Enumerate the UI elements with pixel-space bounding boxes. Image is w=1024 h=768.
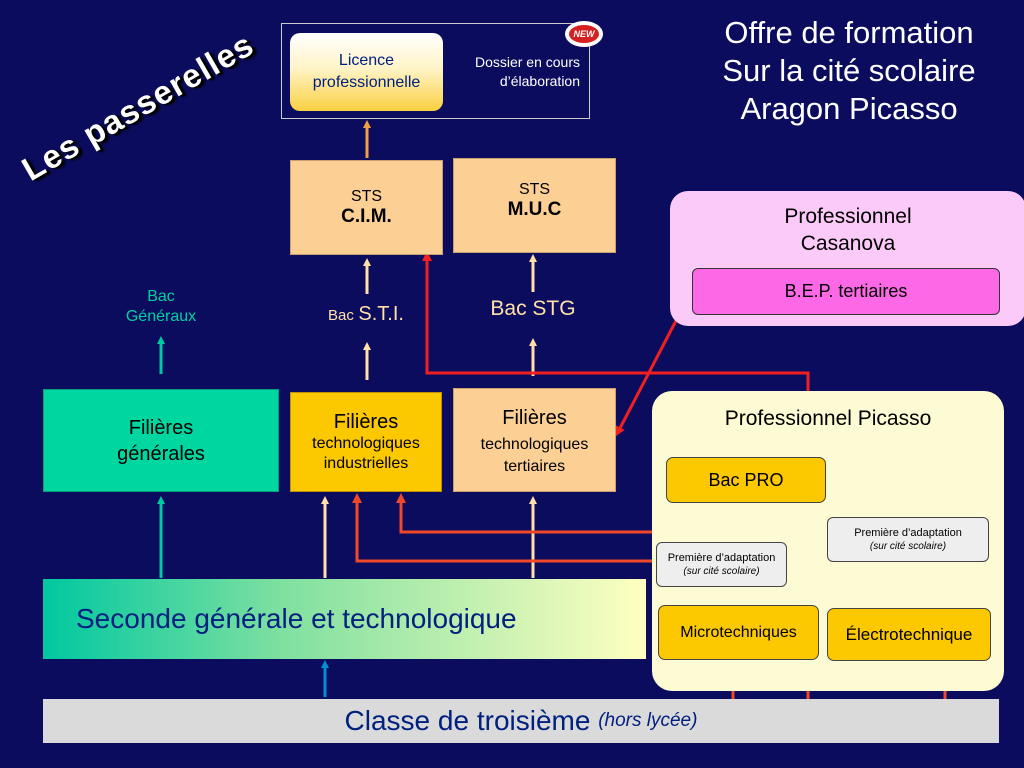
casanova-line-2: Casanova xyxy=(800,232,896,255)
dossier-line-1: Dossier en cours xyxy=(474,54,580,70)
filieres-generales-line-2: générales xyxy=(117,442,205,465)
filieres-indus-line-1: Filières xyxy=(333,411,399,433)
casanova-line-1: Professionnel xyxy=(784,205,912,228)
bep-label: B.E.P. tertiaires xyxy=(784,281,908,301)
bac-stg-label: Bac STG xyxy=(490,297,576,320)
filieres-industrielles-box: Filières technologiques industrielles xyxy=(290,392,442,492)
bac-sti-label: Bac S.T.I. xyxy=(300,303,432,326)
arrow-adapt-left-to-indus xyxy=(352,493,656,563)
microtechniques-box: Microtechniques xyxy=(658,605,819,660)
new-badge-icon: NEW xyxy=(565,21,603,47)
bac-sti-big: S.T.I. xyxy=(358,303,404,325)
filieres-indus-line-3: industrielles xyxy=(323,455,409,472)
sts-cim-code: C.I.M. xyxy=(341,205,392,227)
adapt-right-line-1: Première d’adaptation xyxy=(854,526,962,539)
filieres-tert-line-3: tertiaires xyxy=(503,458,566,475)
adapt-right-line-2: (sur cité scolaire) xyxy=(869,540,947,552)
premiere-adaptation-left-box: Première d’adaptation (sur cité scolaire… xyxy=(656,542,787,587)
electrotechnique-box: Électrotechnique xyxy=(827,608,991,661)
microtechniques-label: Microtechniques xyxy=(680,623,797,641)
dossier-note: Dossier en cours d’élaboration xyxy=(445,53,580,91)
picasso-title: Professionnel Picasso xyxy=(724,407,932,430)
new-badge-text: NEW xyxy=(569,25,599,43)
bac-generaux-label: Bac Généraux xyxy=(105,287,217,327)
premiere-adaptation-right-box: Première d’adaptation (sur cité scolaire… xyxy=(827,517,989,562)
troisieme-label: Classe de troisième xyxy=(344,705,591,736)
licence-professionnelle-box: Licence professionnelle xyxy=(290,33,443,111)
licence-frame xyxy=(281,23,590,119)
title-line-1: Offre de formation xyxy=(724,15,974,50)
licence-line-1: Licence xyxy=(338,52,395,69)
dossier-line-2: d’élaboration xyxy=(499,73,580,89)
page-title: Offre de formation Sur la cité scolaire … xyxy=(690,14,1008,128)
electrotechnique-label: Électrotechnique xyxy=(845,624,973,644)
filieres-tertiaires-box: Filières technologiques tertiaires xyxy=(453,388,616,492)
bac-generaux-line-2: Généraux xyxy=(125,308,197,325)
adapt-left-line-2: (sur cité scolaire) xyxy=(683,565,760,577)
filieres-generales-line-1: Filières xyxy=(128,416,194,439)
filieres-tert-line-1: Filières xyxy=(502,407,567,429)
title-line-2: Sur la cité scolaire xyxy=(722,53,976,88)
filieres-indus-line-2: technologiques xyxy=(312,435,420,452)
sts-muc-code: M.U.C xyxy=(507,199,562,220)
filieres-tert-line-2: technologiques xyxy=(480,436,589,453)
sts-muc-prefix: STS xyxy=(518,181,551,198)
filieres-generales-box: Filières générales xyxy=(43,389,279,492)
troisieme-box: Classe de troisième (hors lycée) xyxy=(43,699,999,743)
seconde-label: Seconde générale et technologique xyxy=(76,603,517,634)
bac-sti-small: Bac xyxy=(328,307,354,324)
title-line-3: Aragon Picasso xyxy=(740,91,958,126)
bac-pro-label: Bac PRO xyxy=(708,469,784,490)
bep-tertiaires-box: B.E.P. tertiaires xyxy=(692,268,1000,315)
sts-cim-box: STS C.I.M. xyxy=(290,160,443,255)
licence-line-2: professionnelle xyxy=(312,74,421,91)
sts-cim-prefix: STS xyxy=(350,187,383,205)
bac-pro-box: Bac PRO xyxy=(666,457,826,503)
bac-generaux-line-1: Bac xyxy=(147,288,175,305)
troisieme-note: (hors lycée) xyxy=(598,710,698,731)
sts-muc-box: STS M.U.C xyxy=(453,158,616,253)
seconde-box: Seconde générale et technologique xyxy=(43,579,646,659)
adapt-left-line-1: Première d’adaptation xyxy=(667,551,776,564)
